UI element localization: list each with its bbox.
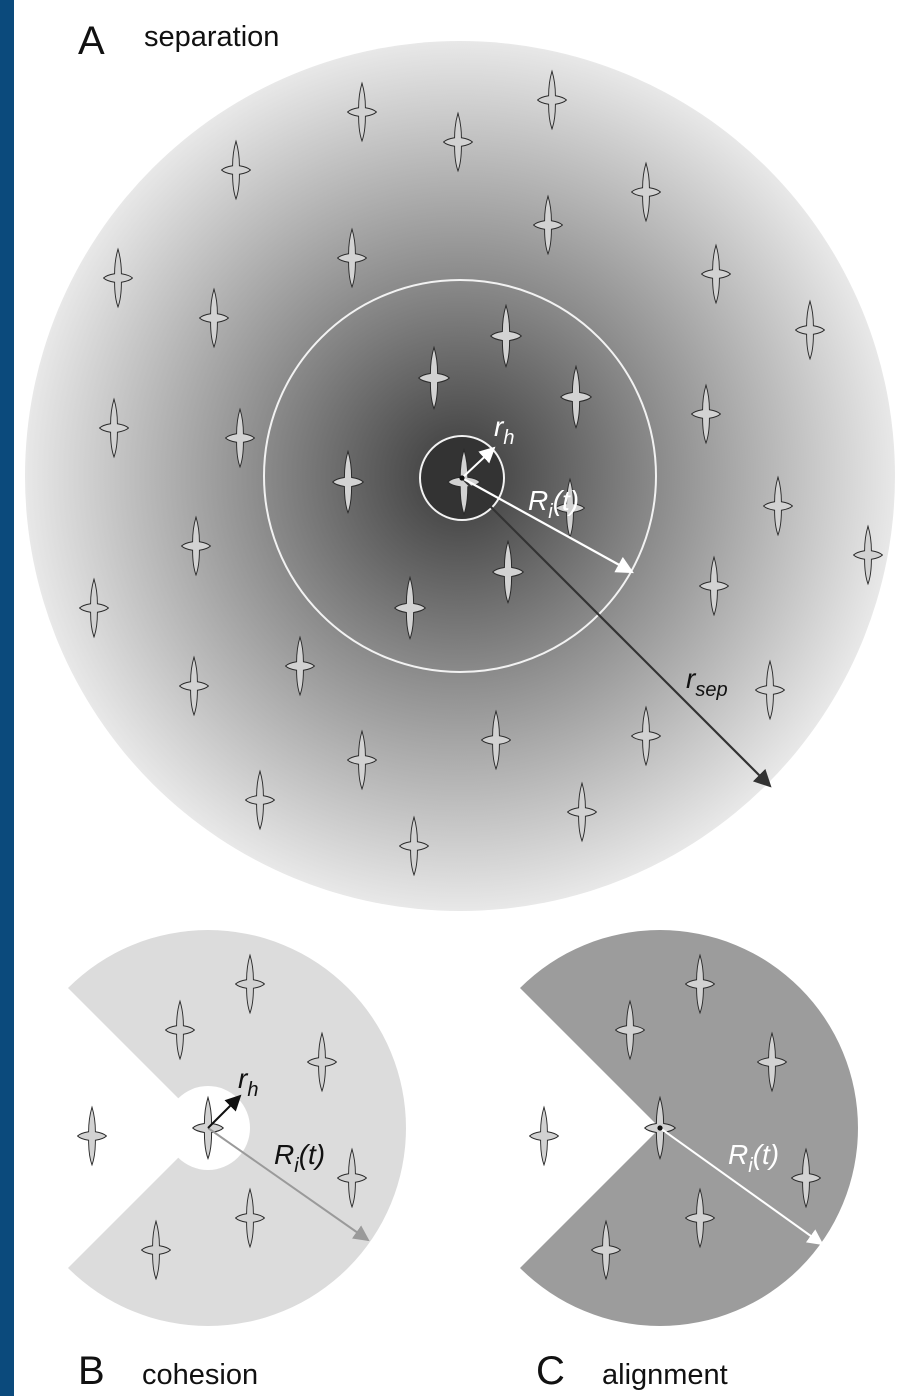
panel-a-title: separation (144, 21, 279, 53)
panel-c-title: alignment (602, 1359, 728, 1391)
panel-b-title: cohesion (142, 1359, 258, 1391)
panel-c-letter: C (536, 1349, 565, 1393)
panel-b-letter: B (78, 1349, 105, 1393)
panel-a-letter: A (78, 19, 105, 63)
focal-bird-dot-c (657, 1125, 662, 1130)
focal-bird-dot (459, 475, 464, 480)
